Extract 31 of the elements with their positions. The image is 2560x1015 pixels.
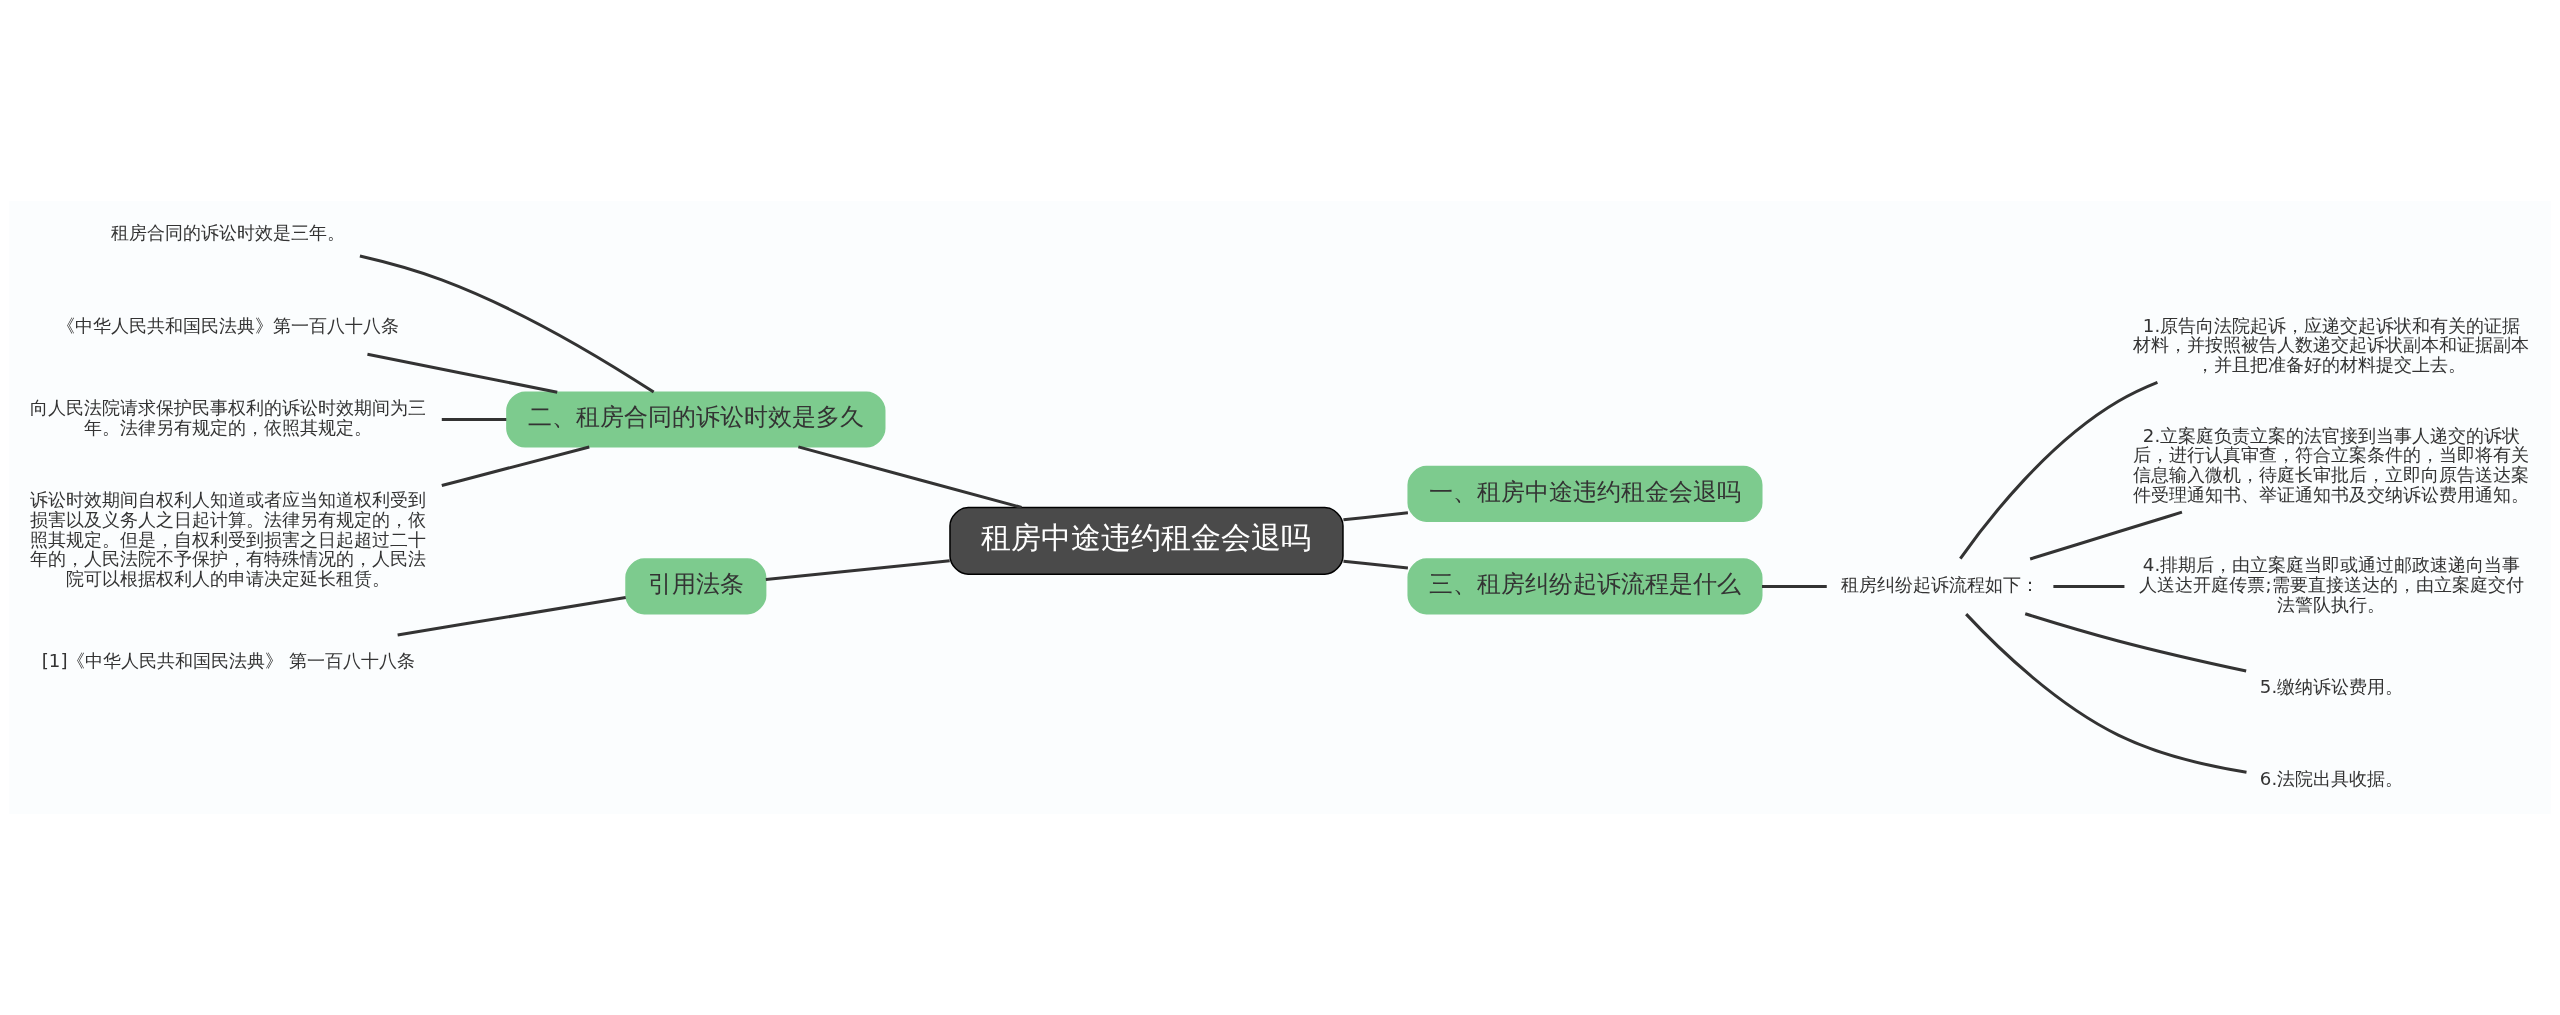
connector [441, 418, 507, 421]
node-text: 诉讼时效期间自权利人知道或者应当知道权利受到损害以及义务人之日起计算。法律另有规定的，依照其规定。但是，自权利受到损害之日起超过二十年的，人民法院不予保护，有特殊情况的，人民法院可以根据权利人的申请决定延长租赁。 [30, 489, 427, 590]
connector [441, 445, 590, 487]
node-text: 向人民法院请求保护民事权利的诉讼时效期间为三年。法律另有规定的，依照其规定。 [30, 397, 427, 439]
node-text: 5.缴纳诉讼费用。 [2259, 675, 2404, 697]
connector [765, 559, 950, 581]
connector [2029, 510, 2183, 561]
node-text: [1]《中华人民共和国民法典》 第一百八十八条 [41, 649, 416, 671]
connector [359, 254, 655, 394]
connector [1343, 511, 1409, 522]
node-box: 一、租房中途违约租金会退吗 [1407, 465, 1763, 522]
node-text: 租房合同的诉讼时效是三年。 [111, 222, 346, 244]
connector [1343, 559, 1409, 570]
node-text: 租房纠纷起诉流程如下： [1841, 574, 2040, 596]
connector [797, 445, 1022, 509]
connector [2053, 584, 2125, 588]
connector [397, 596, 626, 637]
node-text: 1.原告向法院起诉，应递交起诉状和有关的证据材料，并按照被告人数递交起诉状副本和证据副本，并且把准备好的材料提交上去。 [2133, 314, 2530, 376]
node-box: 三、租房纠纷起诉流程是什么 [1407, 558, 1763, 615]
connector [1762, 584, 1827, 588]
connector [2024, 612, 2247, 673]
connector [1965, 613, 2247, 774]
node-text: 4.排期后，由立案庭当即或通过邮政速递向当事人送达开庭传票;需要直接送达的，由立案庭交付法警队执行。 [2139, 554, 2524, 615]
node-text: 2.立案庭负责立案的法官接到当事人递交的诉状后，进行认真审查，符合立案条件的，当即将有关信息输入微机，待庭长审批后，立即向原告送达案件受理通知书、举证通知书及交纳诉讼费用通知。 [2133, 424, 2530, 505]
node-box: 二、租房合同的诉讼时效是多久 [506, 391, 886, 448]
node-box: 引用法条 [625, 558, 767, 615]
node-text: 6.法院出具收据。 [2259, 768, 2404, 790]
node-text: 《中华人民共和国民法典》第一百八十八条 [57, 314, 400, 336]
node-box: 租房中途违约租金会退吗 [949, 506, 1344, 575]
connector [367, 352, 558, 394]
connector [1959, 380, 2158, 560]
